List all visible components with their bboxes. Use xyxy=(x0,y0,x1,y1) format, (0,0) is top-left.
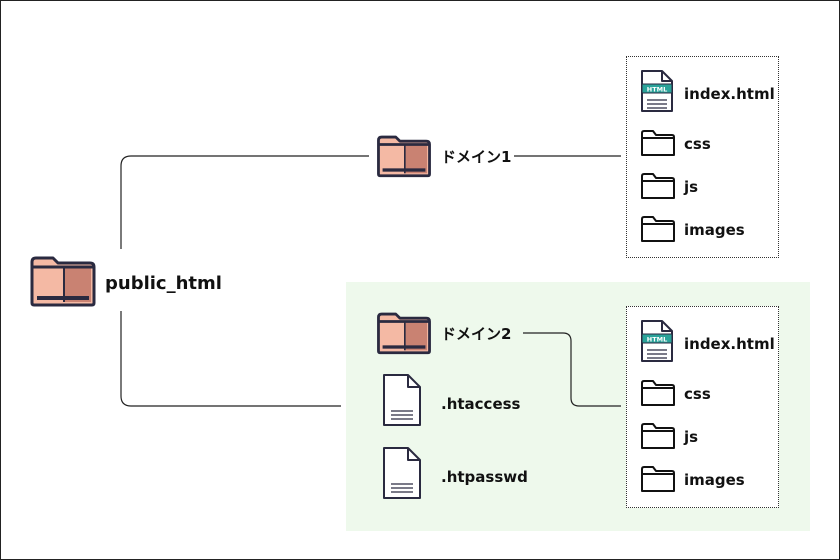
document-icon xyxy=(383,374,421,426)
html-file-icon: HTML xyxy=(641,320,673,362)
folder-outline-icon xyxy=(641,173,675,199)
folder-icon xyxy=(377,312,431,355)
html-file-icon: HTML xyxy=(641,70,673,112)
domain2-css-label: css xyxy=(684,385,711,403)
domain1-css-label: css xyxy=(684,135,711,153)
connector-root-group2 xyxy=(120,311,341,407)
html-badge-text: HTML xyxy=(647,85,667,93)
htaccess-label: .htaccess xyxy=(441,395,521,413)
folder-outline-icon xyxy=(641,216,675,242)
domain2-label: ドメイン2 xyxy=(441,325,512,343)
htpasswd-label: .htpasswd xyxy=(441,468,528,486)
folder-icon xyxy=(30,256,96,307)
domain1-index-label: index.html xyxy=(684,85,775,103)
root-folder-label: public_html xyxy=(105,273,222,294)
folder-outline-icon xyxy=(641,130,675,156)
domain1-label: ドメイン1 xyxy=(441,148,512,166)
domain2-images-label: images xyxy=(684,471,745,489)
domain1-js-label: js xyxy=(684,178,699,196)
document-icon xyxy=(383,447,421,499)
domain2-index-label: index.html xyxy=(684,335,775,353)
domain2-js-label: js xyxy=(684,428,699,446)
folder-outline-icon xyxy=(641,466,675,492)
connector-root-domain1 xyxy=(120,155,369,249)
folder-outline-icon xyxy=(641,423,675,449)
domain1-images-label: images xyxy=(684,221,745,239)
connector-domain2-contents xyxy=(523,332,621,407)
html-badge-text: HTML xyxy=(647,335,667,343)
folder-icon xyxy=(377,135,431,178)
folder-outline-icon xyxy=(641,380,675,406)
